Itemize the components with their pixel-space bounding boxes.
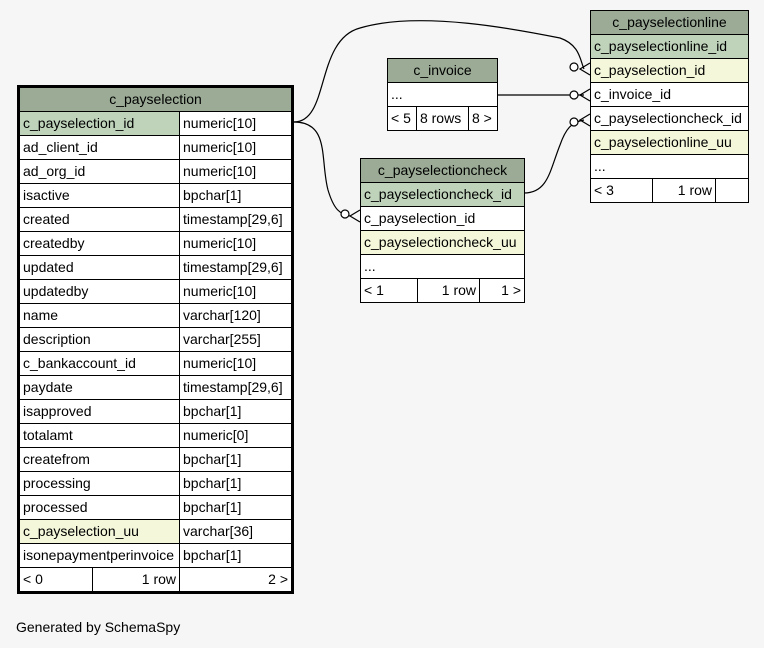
parents-count[interactable]: < 3 bbox=[590, 178, 653, 203]
column-name: isactive bbox=[18, 183, 180, 208]
parents-count[interactable]: < 1 bbox=[360, 278, 418, 303]
table-footer: < 3 1 row bbox=[590, 178, 749, 203]
link-payselection-to-line bbox=[293, 20, 585, 123]
column-name: createdby bbox=[18, 231, 180, 256]
column-type: numeric[10] bbox=[179, 231, 293, 256]
column-name: createfrom bbox=[18, 447, 180, 472]
column-type: numeric[10] bbox=[179, 351, 293, 376]
row-count: 8 rows bbox=[415, 106, 470, 131]
column-name: description bbox=[18, 327, 180, 352]
link-payselection-to-check bbox=[293, 121, 351, 217]
column-type: timestamp[29,6] bbox=[179, 255, 293, 280]
column-pk: c_payselectioncheck_id bbox=[360, 182, 525, 207]
column-type: timestamp[29,6] bbox=[179, 207, 293, 232]
column-type: timestamp[29,6] bbox=[179, 375, 293, 400]
children-count[interactable] bbox=[715, 178, 749, 203]
children-count[interactable]: 2 > bbox=[179, 567, 293, 593]
column-name: updated bbox=[18, 255, 180, 280]
table-c-payselectionline[interactable]: c_payselectionline c_payselectionline_id… bbox=[590, 10, 749, 203]
column-type: numeric[10] bbox=[179, 135, 293, 160]
column-type: bpchar[1] bbox=[179, 399, 293, 424]
row-count: 1 row bbox=[417, 278, 480, 303]
column-type: numeric[10] bbox=[179, 111, 293, 136]
table-title[interactable]: c_payselectionline bbox=[590, 10, 749, 35]
column-type: varchar[120] bbox=[179, 303, 293, 328]
column-name: c_bankaccount_id bbox=[18, 351, 180, 376]
column-fk: c_payselection_id bbox=[590, 58, 749, 83]
column-type: varchar[36] bbox=[179, 519, 293, 544]
column-name: isapproved bbox=[18, 399, 180, 424]
parents-count[interactable]: < 5 bbox=[387, 106, 417, 131]
row-count: 1 row bbox=[652, 178, 716, 203]
column-name: totalamt bbox=[18, 423, 180, 448]
column-pk: c_payselectionline_id bbox=[590, 34, 749, 59]
table-title[interactable]: c_payselection bbox=[18, 86, 293, 112]
table-footer: < 5 8 rows 8 > bbox=[387, 106, 498, 131]
column-name: processing bbox=[18, 471, 180, 496]
column-name: c_payselection_uu bbox=[18, 519, 180, 544]
column-type: bpchar[1] bbox=[179, 183, 293, 208]
column-uu: c_payselectioncheck_uu bbox=[360, 230, 525, 255]
column-fk: c_invoice_id bbox=[590, 82, 749, 107]
children-count[interactable]: 8 > bbox=[468, 106, 498, 131]
column-type: bpchar[1] bbox=[179, 495, 293, 520]
column-type: numeric[10] bbox=[179, 279, 293, 304]
column-type: numeric[0] bbox=[179, 423, 293, 448]
link-check-to-line bbox=[523, 119, 585, 194]
column-name: isonepaymentperinvoice bbox=[18, 543, 180, 568]
column-name: updatedby bbox=[18, 279, 180, 304]
column-type: varchar[255] bbox=[179, 327, 293, 352]
column-type: bpchar[1] bbox=[179, 543, 293, 568]
column-uu: c_payselectionline_uu bbox=[590, 130, 749, 155]
more-columns: ... bbox=[590, 154, 749, 179]
column-name: paydate bbox=[18, 375, 180, 400]
row-count: 1 row bbox=[92, 567, 180, 593]
more-columns: ... bbox=[387, 82, 498, 107]
column-name: created bbox=[18, 207, 180, 232]
column-type: bpchar[1] bbox=[179, 471, 293, 496]
table-c-invoice[interactable]: c_invoice ... < 5 8 rows 8 > bbox=[387, 58, 498, 131]
table-title[interactable]: c_invoice bbox=[387, 58, 498, 83]
column-type: bpchar[1] bbox=[179, 447, 293, 472]
column-name: ad_org_id bbox=[18, 159, 180, 184]
column-name: c_payselection_id bbox=[18, 111, 180, 136]
column-fk: c_payselectioncheck_id bbox=[590, 106, 749, 131]
table-title[interactable]: c_payselectioncheck bbox=[360, 158, 525, 183]
table-c-payselectioncheck[interactable]: c_payselectioncheck c_payselectioncheck_… bbox=[360, 158, 525, 303]
column-name: name bbox=[18, 303, 180, 328]
more-columns: ... bbox=[360, 254, 525, 279]
column-fk: c_payselection_id bbox=[360, 206, 525, 231]
table-footer: < 1 1 row 1 > bbox=[360, 278, 525, 303]
column-type: numeric[10] bbox=[179, 159, 293, 184]
generated-by-text: Generated by SchemaSpy bbox=[16, 619, 181, 635]
children-count[interactable]: 1 > bbox=[479, 278, 525, 303]
column-name: ad_client_id bbox=[18, 135, 180, 160]
table-footer: < 0 1 row 2 > bbox=[18, 567, 293, 593]
parents-count[interactable]: < 0 bbox=[18, 567, 93, 593]
column-name: processed bbox=[18, 495, 180, 520]
